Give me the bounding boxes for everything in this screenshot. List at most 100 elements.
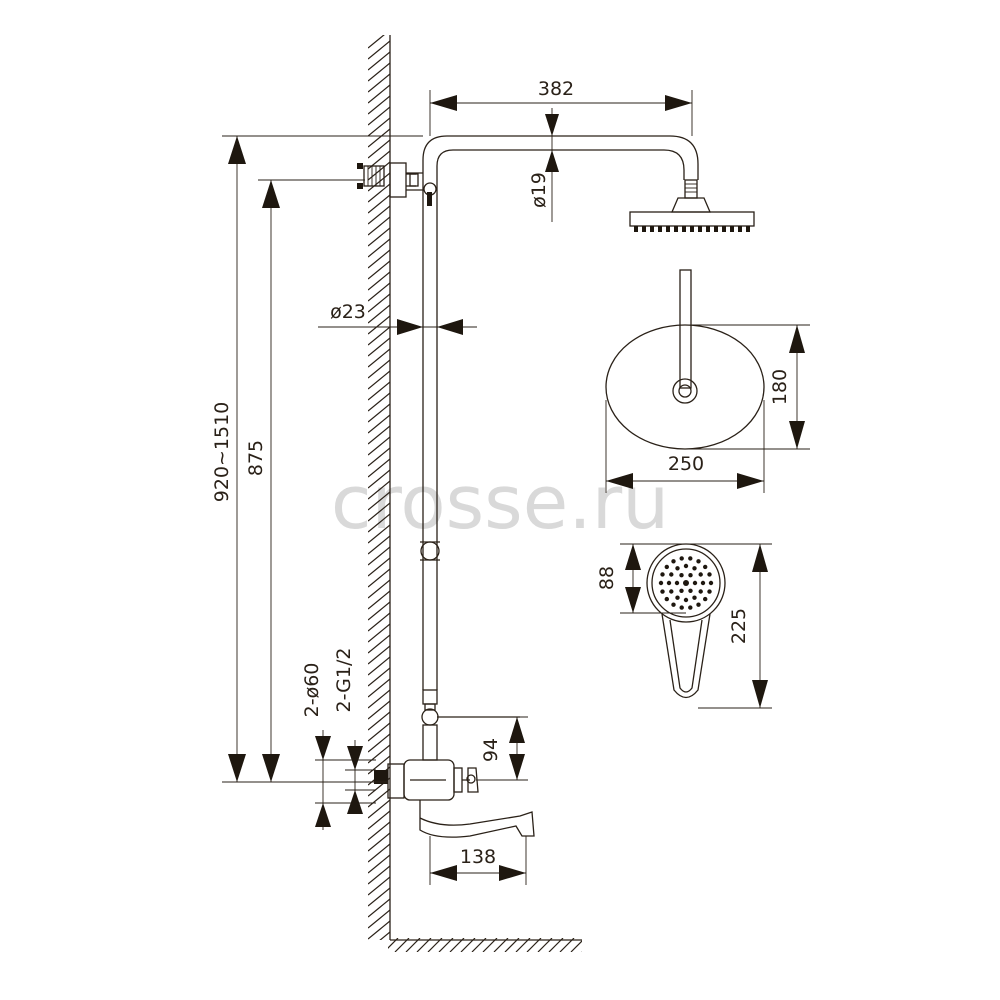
wall-hatch-line — [368, 843, 390, 863]
spray-dot — [669, 572, 674, 577]
wall-hatch-line — [368, 348, 390, 368]
bath-mixer — [374, 689, 535, 838]
wall-hatch-line — [368, 293, 390, 313]
wall-hatch-line — [368, 524, 390, 544]
wall-hatch-line — [368, 623, 390, 643]
wall-hatch-line — [368, 249, 390, 269]
dim-hand-length: 225 — [728, 608, 750, 644]
wall-hatch-line — [368, 161, 390, 181]
spray-dot — [671, 602, 676, 607]
spray-dot — [688, 588, 693, 593]
floor-hatch-line — [416, 938, 432, 952]
spray-dot — [688, 573, 693, 578]
wall-hatch-line — [368, 337, 390, 357]
wall-hatch-line — [368, 271, 390, 291]
floor-hatch-line — [526, 938, 542, 952]
dim-pipe-diameter-riser: ø23 — [330, 301, 366, 323]
spray-dot — [707, 589, 712, 594]
nozzle — [650, 226, 654, 232]
wall-hatch-line — [368, 656, 390, 676]
dim-holder-height: 875 — [245, 440, 267, 476]
wall-hatch-line — [368, 40, 390, 60]
wall-hatch-line — [368, 403, 390, 423]
wall-hatch-line — [368, 887, 390, 907]
dim-mixer-diverter: 94 — [480, 738, 502, 762]
wall — [368, 35, 391, 972]
dim-arm-length: 382 — [538, 78, 574, 100]
floor-hatch-line — [388, 938, 399, 949]
wall-hatch-line — [368, 568, 390, 588]
spray-dot — [669, 589, 674, 594]
wall-hatch-line — [368, 755, 390, 775]
floor-hatch-line — [581, 951, 582, 952]
dimension-arrows — [228, 95, 805, 881]
wall-hatch-line — [368, 458, 390, 478]
nozzle — [682, 226, 686, 232]
wall-hatch-line — [368, 227, 390, 247]
wall-hatch-line — [368, 414, 390, 434]
floor-hatch-line — [482, 938, 498, 952]
wall-hatch-line — [368, 601, 390, 621]
floor-hatch-line — [460, 938, 476, 952]
wall-hatch-line — [368, 260, 390, 280]
shower-riser — [357, 135, 699, 690]
spray-dot — [703, 596, 708, 602]
wall-hatch-line — [368, 95, 390, 115]
wall-hatch-line — [368, 645, 390, 665]
wall-hatch-line — [368, 909, 390, 929]
floor-hatch-line — [504, 938, 520, 952]
spray-dot — [708, 580, 714, 586]
wall-hatch-line — [368, 425, 390, 445]
nozzle — [730, 226, 734, 232]
wall-hatch-line — [368, 689, 390, 709]
wall-hatch-line — [368, 238, 390, 258]
wall-hatch-line — [368, 943, 390, 961]
wall-hatch-line — [368, 810, 390, 830]
spray-dot — [707, 572, 712, 577]
wall-hatch-line — [368, 62, 390, 82]
wall-hatch-line — [368, 117, 390, 137]
wall-hatch-line — [368, 865, 390, 885]
wall-hatch-line — [368, 711, 390, 731]
spray-dot — [683, 597, 689, 603]
wall-hatch-line — [368, 359, 390, 379]
floor — [388, 938, 582, 952]
spray-dot — [679, 573, 684, 578]
wall-hatch-line — [368, 546, 390, 566]
wall-hatch-line — [368, 634, 390, 654]
spray-dot — [700, 580, 706, 586]
spray-dot — [688, 605, 693, 610]
wall-hatch-line — [379, 931, 390, 940]
wall-hatch-line — [368, 73, 390, 93]
nozzle — [714, 226, 718, 232]
spray-dot — [660, 589, 665, 594]
spray-dot — [692, 580, 698, 586]
spray-dot — [698, 589, 703, 594]
wall-hatch-line — [368, 304, 390, 324]
floor-hatch-line — [548, 938, 564, 952]
dim-head-width: 250 — [668, 453, 704, 475]
wall-hatch-line — [368, 172, 390, 192]
wall-hatch-line — [368, 854, 390, 874]
dim-spout-length: 138 — [460, 846, 496, 868]
hand-shower — [646, 543, 726, 699]
wall-hatch-line — [368, 667, 390, 687]
spray-dot — [679, 556, 684, 561]
floor-hatch-line — [405, 938, 421, 952]
spray-dot — [696, 559, 701, 564]
wall-hatch-line — [368, 502, 390, 522]
wall-hatch-line — [368, 898, 390, 918]
nozzle — [722, 226, 726, 232]
wall-hatch-line — [368, 954, 390, 972]
wall-hatch-line — [368, 469, 390, 489]
floor-hatch-line — [515, 938, 531, 952]
wall-hatch-line — [368, 216, 390, 236]
spray-dot — [698, 572, 703, 577]
spray-dot — [683, 580, 689, 586]
nozzle — [706, 226, 710, 232]
overhead-shower-head-side — [629, 179, 755, 232]
wall-hatch-line — [368, 183, 390, 203]
wall-hatch-line — [368, 535, 390, 555]
nozzle — [698, 226, 702, 232]
